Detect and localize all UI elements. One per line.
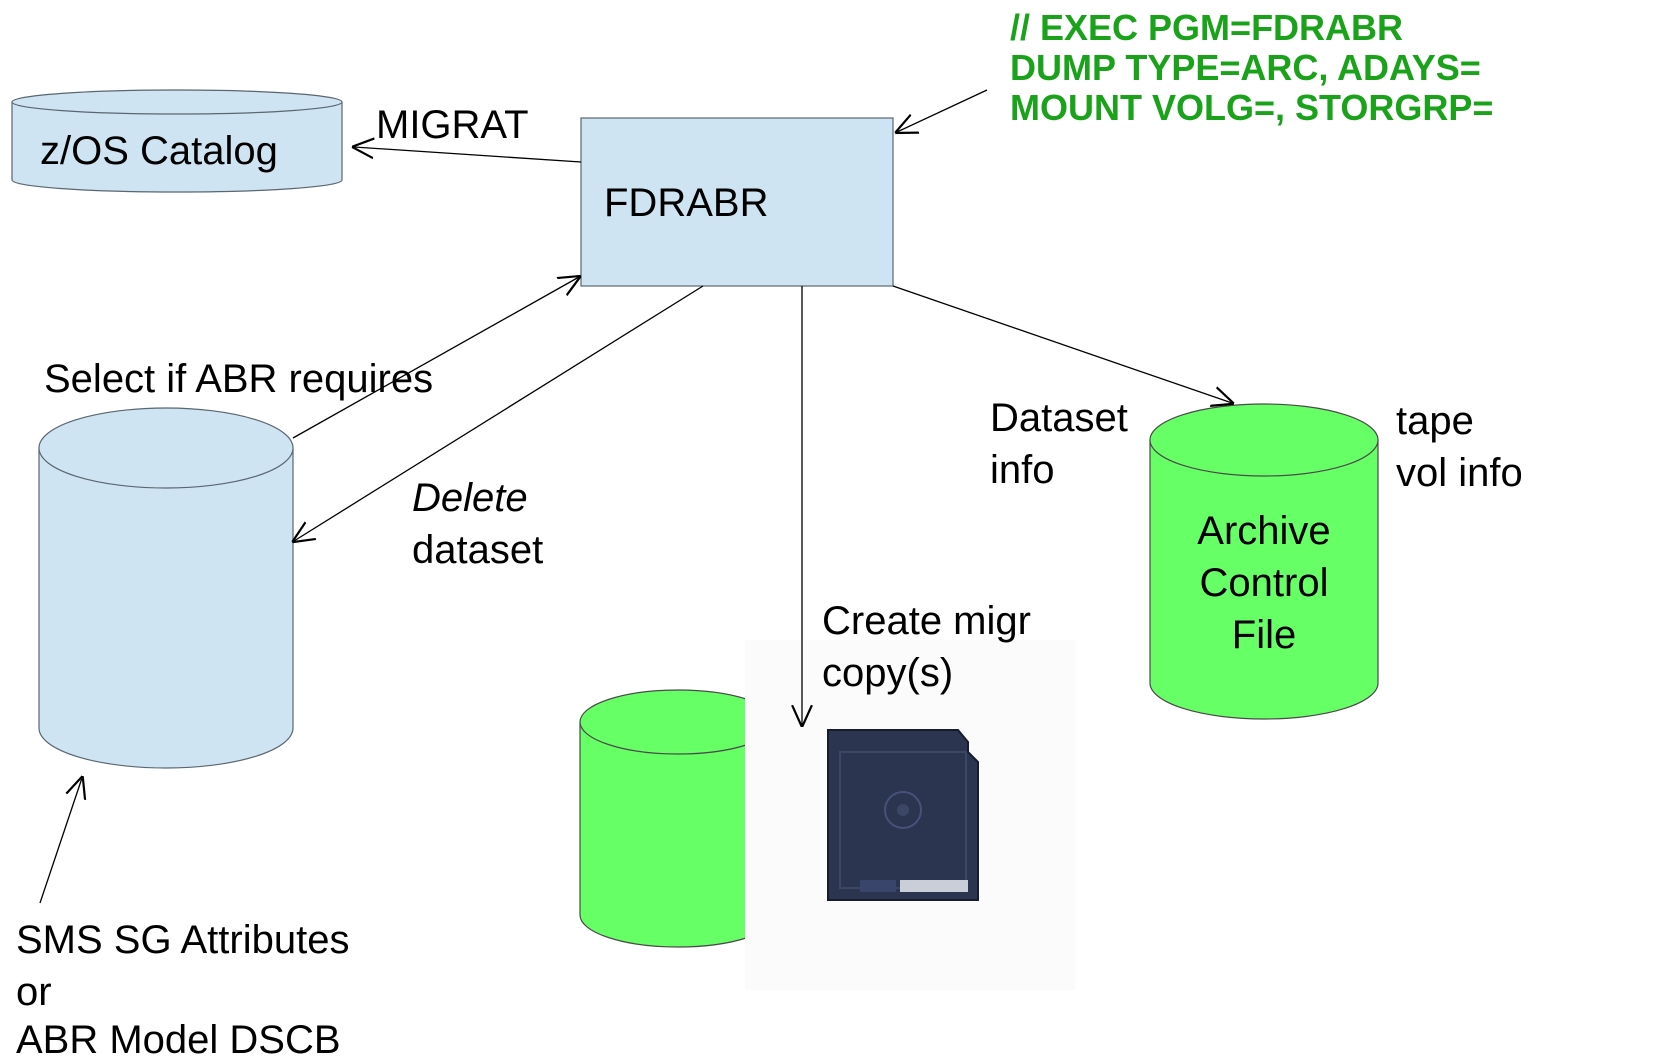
fdrabr-label: FDRABR (604, 181, 769, 225)
archive-label-1: Archive (1197, 509, 1331, 553)
delete-dataset-label: dataset (412, 528, 544, 572)
catalog-label: z/OS Catalog (40, 129, 278, 173)
sms-label-3: ABR Model DSCB (16, 1018, 341, 1062)
select-label: Select if ABR requires (44, 357, 434, 401)
archive-label-2: Control (1199, 561, 1329, 605)
tape-info-label-1: tape (1396, 399, 1474, 443)
dataset-info-label-2: info (990, 448, 1055, 492)
sms-label-1: SMS SG Attributes (16, 918, 350, 962)
jcl-arrow (897, 89, 988, 132)
jcl-line-2: DUMP TYPE=ARC, ADAYS= (1010, 47, 1481, 88)
select-arrow (292, 277, 579, 439)
tape-info-label-2: vol info (1396, 451, 1523, 495)
create-copy-label-2: copy(s) (822, 651, 954, 695)
jcl-line-1: // EXEC PGM=FDRABR (1010, 7, 1404, 48)
dasd-volume-cylinder-icon (38, 407, 294, 769)
sms-label-2: or (16, 970, 52, 1014)
archive-label: Archive Control File (1150, 508, 1378, 658)
archive-label-3: File (1231, 613, 1297, 657)
sms-arrow (39, 778, 82, 904)
jcl-statements: // EXEC PGM=FDRABR DUMP TYPE=ARC, ADAYS=… (1010, 8, 1493, 128)
tape-cartridge-icon (745, 640, 1075, 990)
create-copy-label-1: Create migr (822, 599, 1031, 643)
migrat-arrow (354, 147, 582, 163)
delete-arrow (294, 285, 704, 541)
archive-arrow (892, 285, 1232, 403)
jcl-line-3: MOUNT VOLG=, STORGRP= (1010, 87, 1494, 128)
dataset-info-label-1: Dataset (990, 396, 1128, 440)
migrat-label: MIGRAT (376, 103, 529, 147)
migration-disk-cylinder-icon (579, 689, 777, 948)
catalog-cylinder-icon (11, 89, 343, 193)
delete-label: Delete (412, 476, 528, 520)
archive-cylinder-icon (1149, 403, 1379, 720)
fdrabr-box (580, 117, 894, 287)
